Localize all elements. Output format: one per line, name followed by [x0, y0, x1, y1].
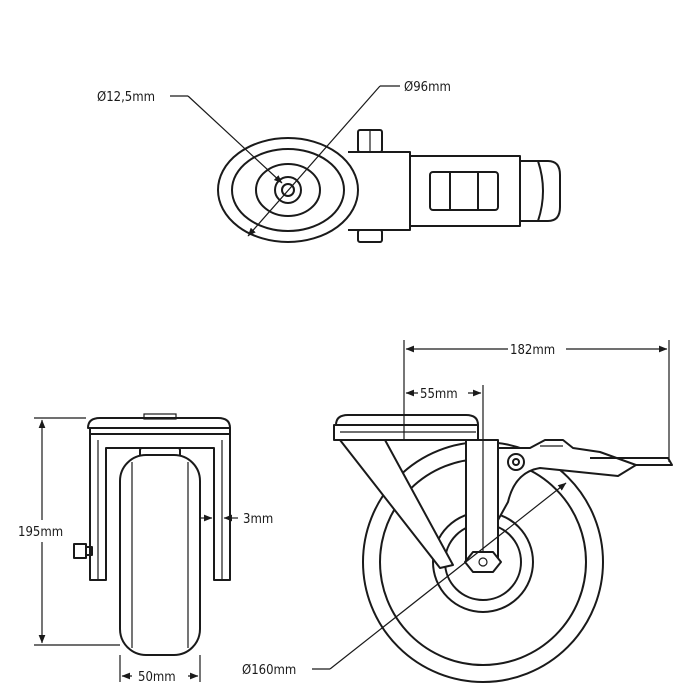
top-view-dimension-axle [170, 95, 283, 184]
label-wheel-diameter: Ø160mm [242, 663, 296, 678]
side-view-dimension-overall-length [403, 340, 670, 462]
side-view-axle-nut [464, 551, 502, 573]
side-view-dimension-offset [405, 384, 484, 552]
top-view-wheel [217, 137, 359, 243]
label-hub-diameter: Ø96mm [404, 80, 451, 95]
label-plate-clearance: 3mm [243, 512, 273, 527]
side-view-brake-lever [497, 439, 673, 521]
side-view-fork [339, 439, 499, 569]
side-view-dimension-wheel-diameter [312, 482, 567, 670]
label-wheel-width: 50mm [138, 670, 176, 685]
top-view-dimension-hub [247, 85, 400, 237]
front-view-mount-plate [87, 413, 231, 435]
front-view-dimension-width [119, 655, 201, 686]
label-offset: 55mm [420, 387, 458, 402]
side-view: 182mm 55mm Ø160mm [242, 340, 673, 683]
front-view-wheel [119, 454, 201, 656]
side-view-mount-plate [333, 414, 479, 441]
top-view-swivel-fork [348, 129, 411, 243]
label-overall-height: 195mm [18, 525, 63, 540]
front-view-axle-nut [73, 543, 93, 559]
top-view-brake-lever [410, 155, 561, 227]
label-overall-length: 182mm [510, 343, 555, 358]
top-view: Ø12,5mm Ø96mm [97, 80, 561, 243]
front-view: 195mm 50mm 3mm [14, 413, 273, 686]
front-view-dimension-height [14, 417, 120, 646]
label-axle-diameter: Ø12,5mm [97, 90, 155, 105]
